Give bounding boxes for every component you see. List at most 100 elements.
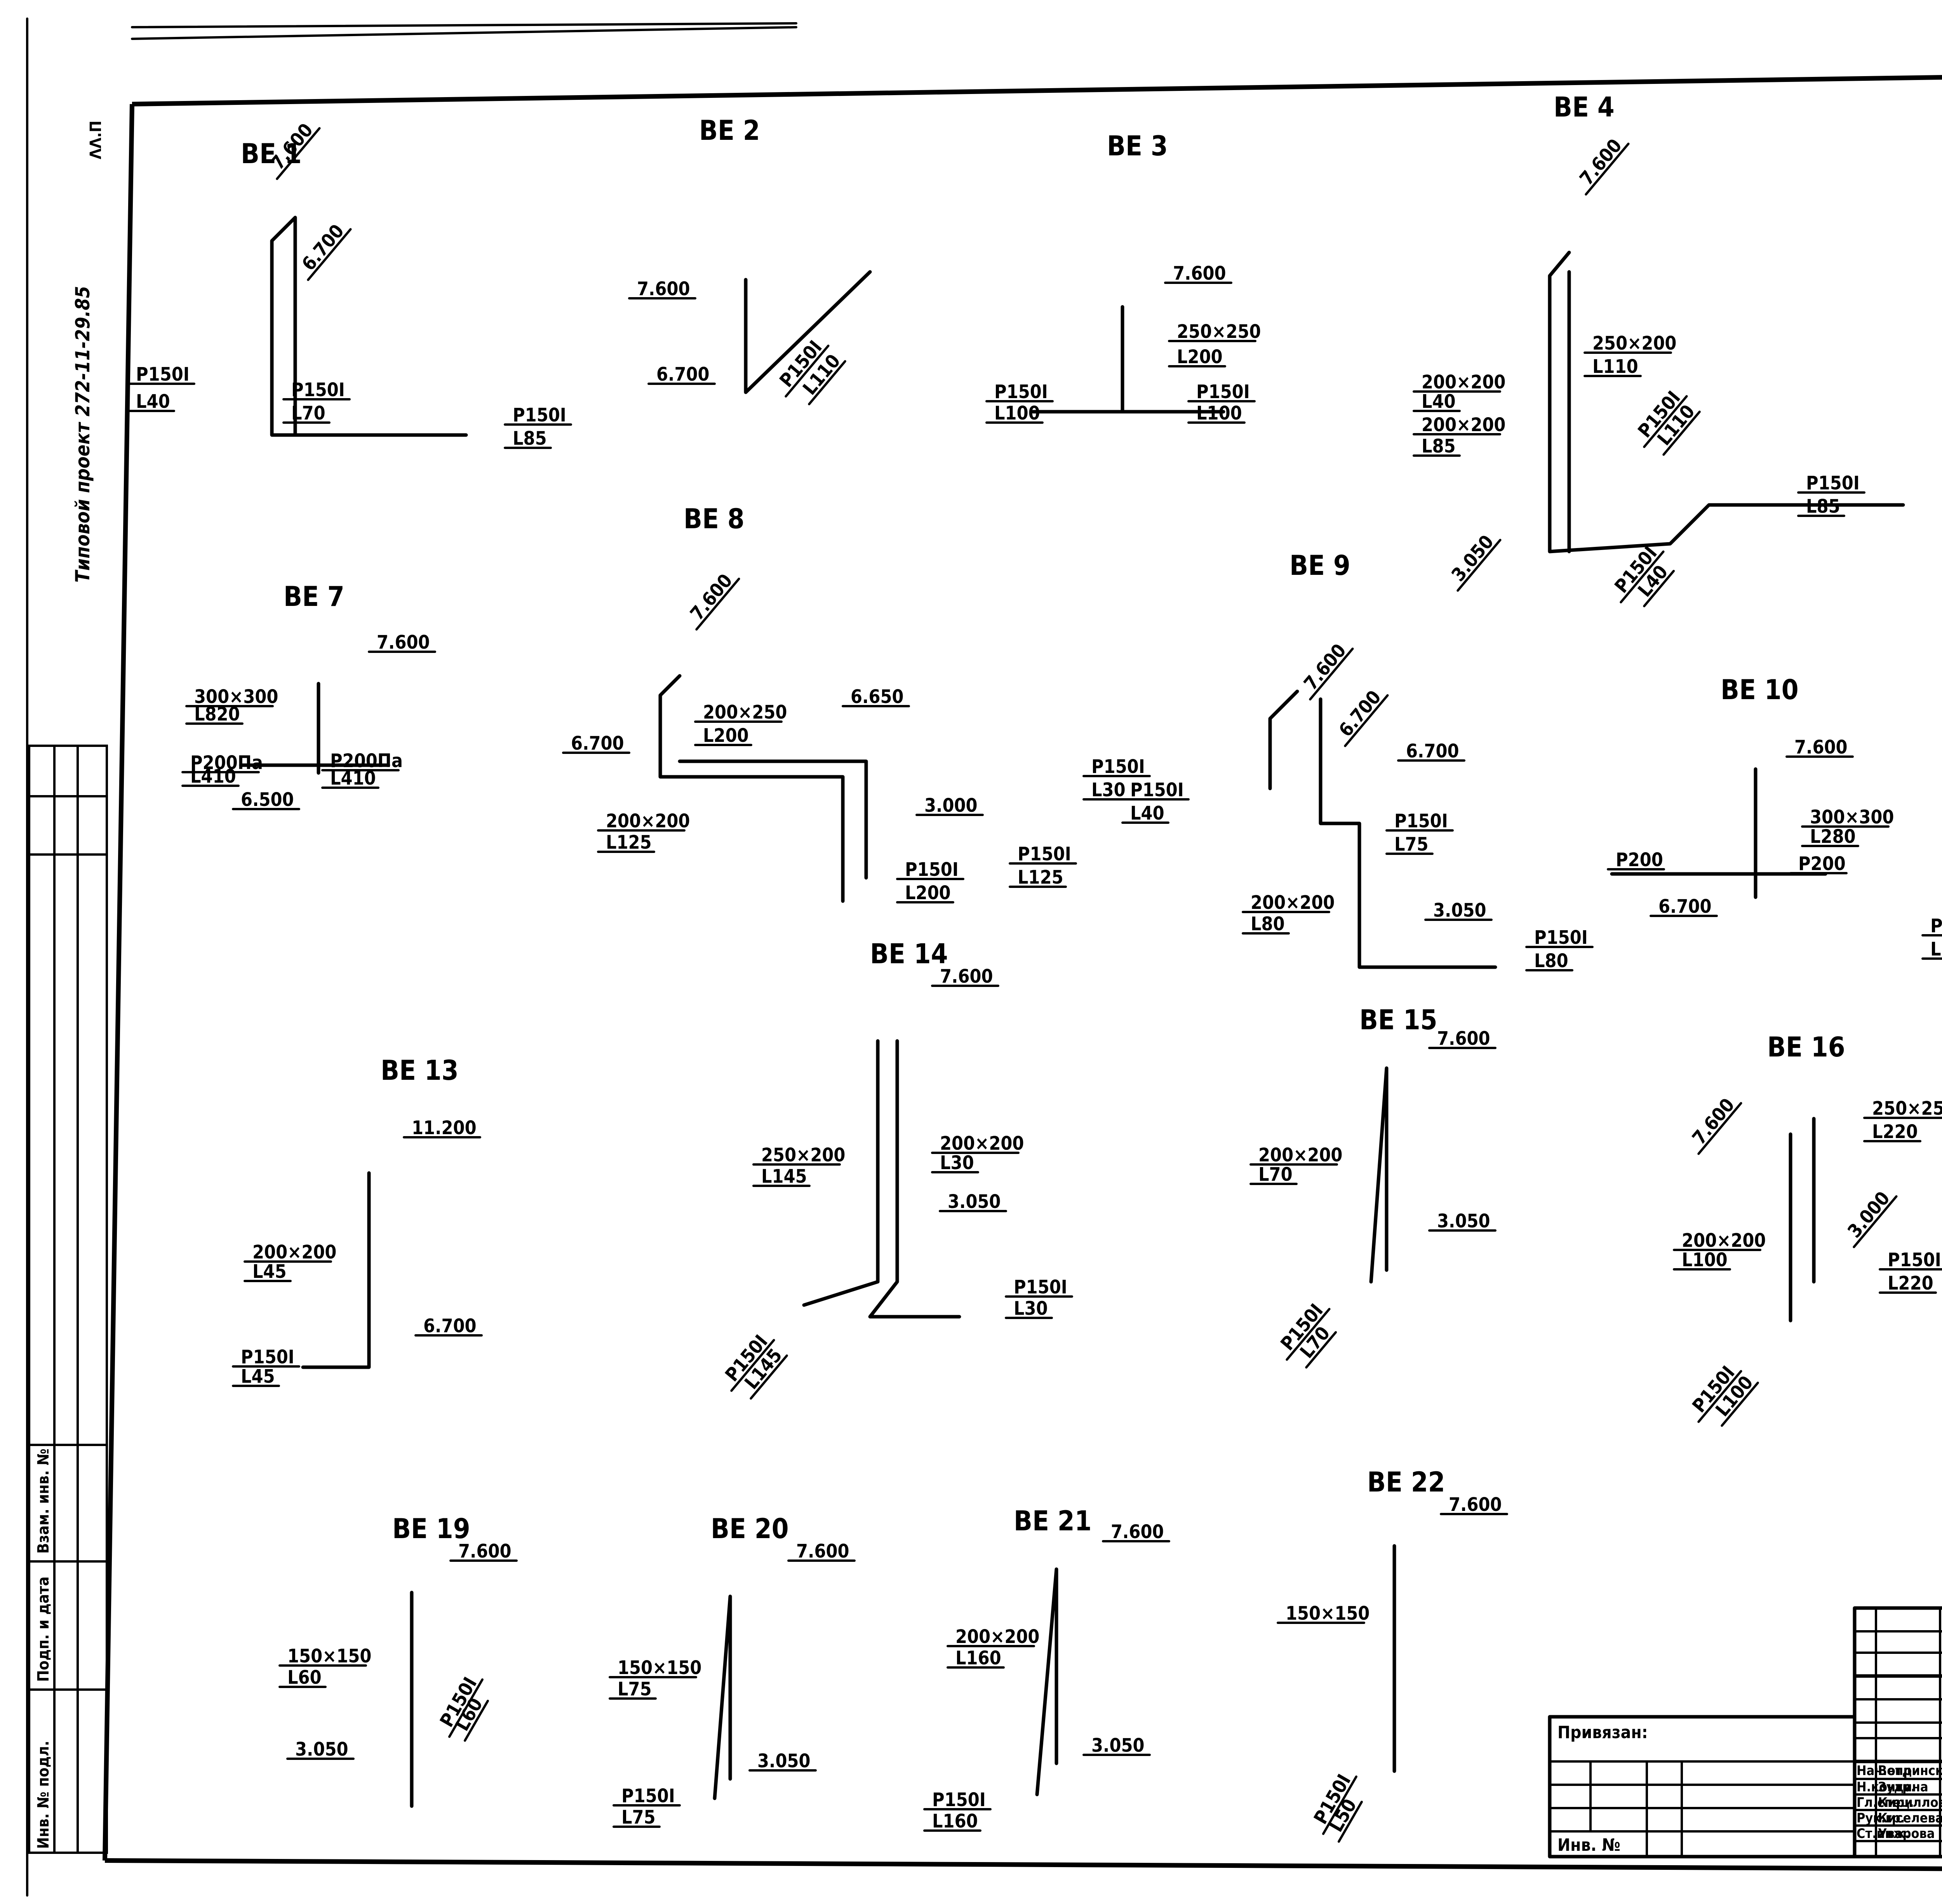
- length-label: L125: [606, 832, 652, 853]
- elevation-mark: 6.650: [851, 686, 904, 708]
- elevation-mark: 7.600: [1449, 1494, 1502, 1516]
- leader-line: [1697, 1370, 1742, 1423]
- duct-size-label: 250×250: [1177, 321, 1261, 343]
- grille-label: P150I: [241, 1346, 294, 1368]
- elevation-mark: 7.600: [1111, 1521, 1164, 1543]
- leader-line: [695, 578, 740, 631]
- length-label: L80: [1534, 950, 1568, 972]
- length-label: L45: [252, 1261, 287, 1283]
- scheme-be7: BE 77.600300×300L820P200ПаL410P200ПаL410…: [181, 581, 436, 811]
- margin-code: ΛΛ.Π: [87, 121, 105, 160]
- elevation-mark: 7.600: [1688, 1094, 1739, 1149]
- scheme-title: BE 19: [392, 1513, 470, 1545]
- length-label: L200: [1177, 346, 1223, 368]
- grille-label: P150I: [291, 379, 345, 401]
- duct-line: [1369, 1066, 1389, 1284]
- duct-line: [1610, 767, 1827, 899]
- scheme-title: BE 3: [1107, 130, 1168, 162]
- duct-size-label: 200×200: [1251, 892, 1335, 914]
- grille-label: P150I: [1888, 1249, 1941, 1271]
- length-label: L75: [1394, 834, 1429, 855]
- scheme-be11: BE 117.600400×400P200ПаL325150×150L752.8…: [1921, 915, 1942, 960]
- inv-no-label: Инв. № подл.: [35, 1741, 52, 1849]
- scheme-title: BE 1: [241, 138, 302, 170]
- duct-size-label: 200×200: [1258, 1144, 1342, 1166]
- duct-size-label: 150×150: [618, 1657, 701, 1679]
- duct-size-label: 200×200: [1682, 1230, 1766, 1251]
- elevation-mark: 7.600: [796, 1540, 849, 1562]
- leader-line: [1585, 143, 1630, 196]
- length-label: L110: [1592, 356, 1638, 378]
- length-label: L30: [1930, 938, 1942, 960]
- grille-label: P150I: [994, 381, 1048, 403]
- length-label: L80: [1251, 913, 1285, 935]
- leader-line: [1620, 550, 1665, 604]
- staff-role: Рук.гр.: [1857, 1810, 1905, 1826]
- staff-role: Ст.инж.: [1857, 1826, 1909, 1841]
- elevation-mark: 3.050: [295, 1739, 348, 1760]
- grille-label: P200: [1616, 849, 1663, 871]
- margin-stamp: Типовой проект 272-11-29.85: [71, 286, 94, 583]
- staff-name: Уварова: [1878, 1826, 1935, 1841]
- leader-line: [1643, 395, 1688, 448]
- elevation-mark: 3.050: [757, 1750, 811, 1772]
- duct-size-label: 200×200: [940, 1133, 1024, 1154]
- length-label: L125: [1018, 867, 1063, 888]
- grille-label: P150I: [621, 1785, 675, 1807]
- duct-line: [802, 1039, 961, 1319]
- leader-line: [785, 345, 830, 398]
- leader-line: [1456, 539, 1502, 592]
- elevation-mark: 7.600: [686, 570, 737, 625]
- elevation-mark: 6.700: [656, 364, 710, 385]
- grille-label: P150I: [1930, 915, 1942, 937]
- leader-line: [448, 1678, 484, 1738]
- length-label: L280: [1810, 826, 1856, 848]
- duct-line: [239, 682, 390, 775]
- grille-label: P150I: [1014, 1276, 1067, 1298]
- scheme-title: BE 9: [1289, 550, 1350, 581]
- leader-line: [1721, 1382, 1759, 1427]
- leader-line: [1322, 1775, 1357, 1835]
- length-label: L220: [1888, 1272, 1933, 1294]
- length-label: L45: [241, 1366, 275, 1387]
- duct-line: [1268, 689, 1497, 969]
- length-label: L40: [1130, 802, 1164, 824]
- grille-label: P150I: [932, 1789, 986, 1811]
- elevation-mark: 6.700: [298, 220, 348, 275]
- elevation-mark: 6.700: [1406, 740, 1459, 762]
- leader-line: [1305, 1331, 1337, 1369]
- staff-name: Киселева: [1878, 1810, 1942, 1826]
- duct-size-label: 150×150: [287, 1645, 371, 1667]
- length-label: L145: [761, 1166, 807, 1187]
- scheme-title: BE 2: [699, 115, 760, 146]
- elevation-mark: 3.050: [948, 1191, 1001, 1213]
- length-label: L820: [194, 703, 240, 725]
- elevation-mark: 7.600: [1300, 640, 1350, 694]
- duct-line: [1548, 251, 1905, 553]
- length-label: L160: [955, 1647, 1001, 1669]
- length-label: L75: [621, 1807, 656, 1828]
- elevation-mark: 3.050: [1447, 531, 1498, 586]
- scheme-title: BE 20: [711, 1513, 789, 1545]
- elevation-mark: 7.600: [1794, 736, 1848, 758]
- grille-label: P150I: [905, 859, 959, 881]
- length-label: L100: [994, 402, 1040, 424]
- length-label: L410: [330, 768, 376, 789]
- scheme-title: BE 16: [1767, 1031, 1845, 1063]
- length-label: L30: [940, 1152, 974, 1174]
- length-label: L70: [1258, 1164, 1293, 1185]
- leader-line: [1344, 694, 1389, 747]
- grille-label: P150I: [1806, 472, 1860, 494]
- elevation-mark: 7.600: [637, 278, 690, 300]
- length-label: L220: [1872, 1121, 1918, 1143]
- staff-table: Нач.отд. Вепринский Н.контр. Зудина Гл.с…: [1857, 1763, 1942, 1841]
- duct-line: [713, 1594, 732, 1800]
- elevation-mark: 6.700: [1335, 686, 1385, 741]
- length-label: L60: [287, 1667, 322, 1688]
- length-label: L200: [703, 725, 749, 747]
- elevation-mark: 3.050: [1437, 1210, 1490, 1232]
